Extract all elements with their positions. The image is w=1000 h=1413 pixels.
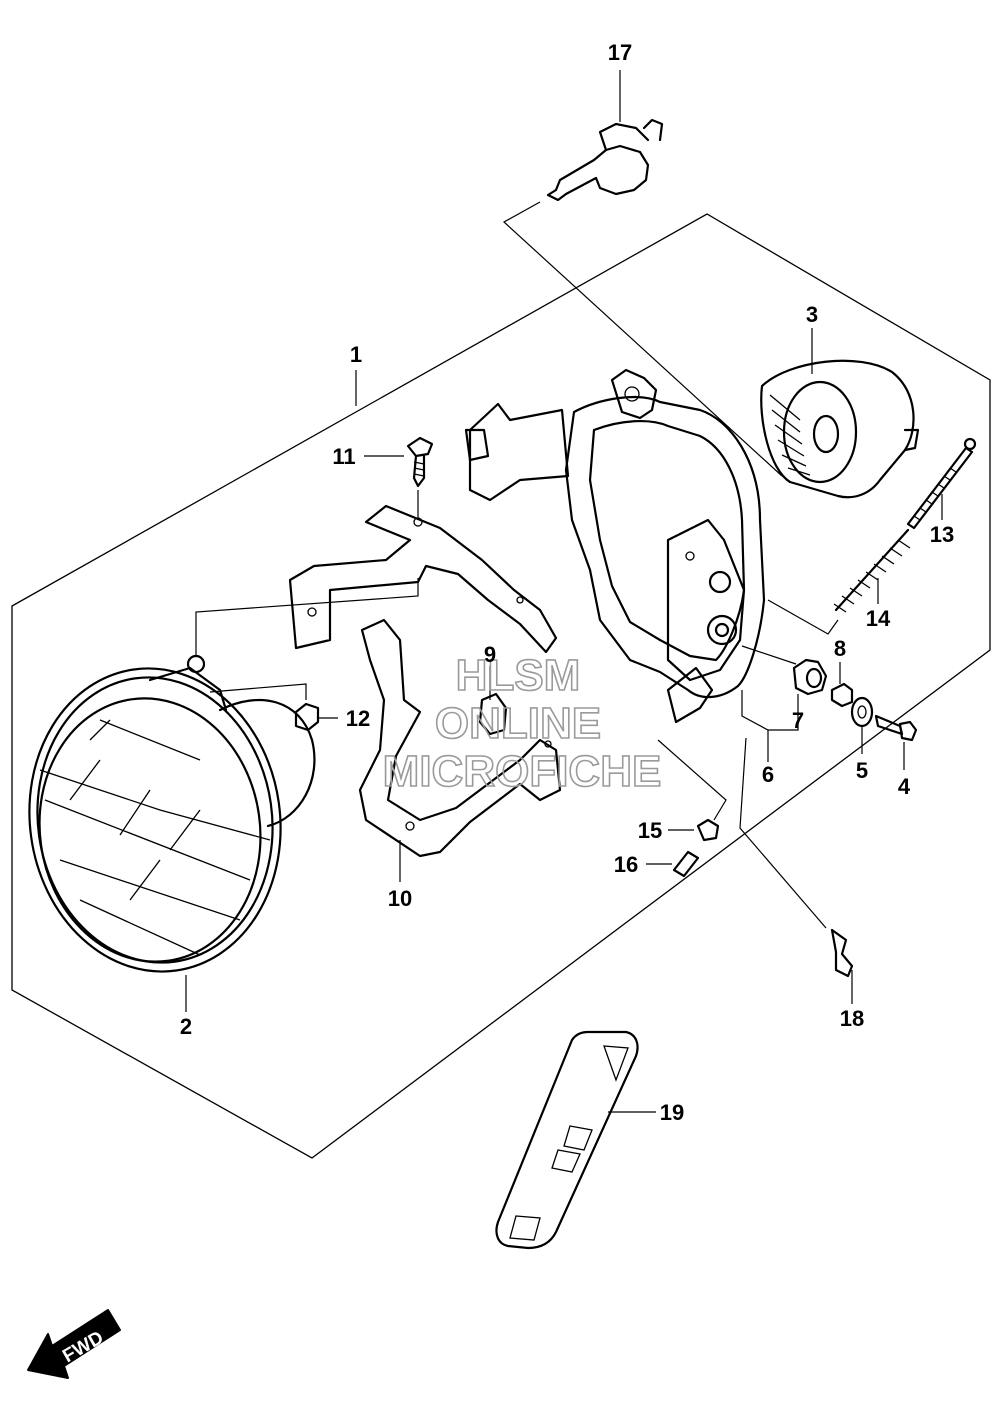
collar-7 [792,658,828,706]
reflector-cup-3 [760,328,920,499]
callout-16: 16 [614,852,638,877]
callout-10: 10 [388,886,412,911]
fwd-arrow-icon: FWD [27,1309,121,1379]
callout-5: 5 [856,758,868,783]
main-frame [464,368,766,724]
callout-14: 14 [866,606,891,631]
bracket-10 [358,618,562,882]
callout-11: 11 [332,444,355,469]
callout-8: 8 [834,636,846,661]
spacer-8 [830,662,854,708]
grommet-15 [657,739,727,842]
callout-2: 2 [180,1014,192,1039]
watermark-line-3: MICROFICHE [383,747,662,796]
upper-bracket [288,504,558,654]
headlamp-unit-2 [28,654,316,1012]
callout-1: 1 [350,342,362,367]
bolt-18 [830,928,854,1004]
callout-18: 18 [840,1006,864,1031]
bulb-17 [546,70,664,202]
callout-4: 4 [898,774,911,799]
collar-16 [646,850,700,878]
spring-14 [833,528,911,613]
callout-13: 13 [930,522,954,547]
watermark-line-1: HLSM [456,651,581,700]
washer-5 [850,696,874,754]
screw-4 [874,714,918,770]
callout-9: 9 [484,642,496,667]
bracket-9 [478,666,508,736]
callout-12: 12 [346,706,370,731]
bolt-13 [906,437,977,530]
callout-7: 7 [792,708,804,733]
watermark-line-2: ONLINE [435,699,601,748]
callout-15: 15 [638,818,662,843]
callout-6: 6 [762,762,774,787]
callout-3: 3 [806,302,818,327]
callout-19: 19 [660,1100,684,1125]
assembly-outline [11,213,991,1159]
screw-11 [364,436,434,520]
watermark: HLSM ONLINE MICROFICHE [382,650,662,797]
callout-17: 17 [608,40,632,65]
reflector-19 [495,1030,656,1250]
nut-12 [209,683,338,732]
